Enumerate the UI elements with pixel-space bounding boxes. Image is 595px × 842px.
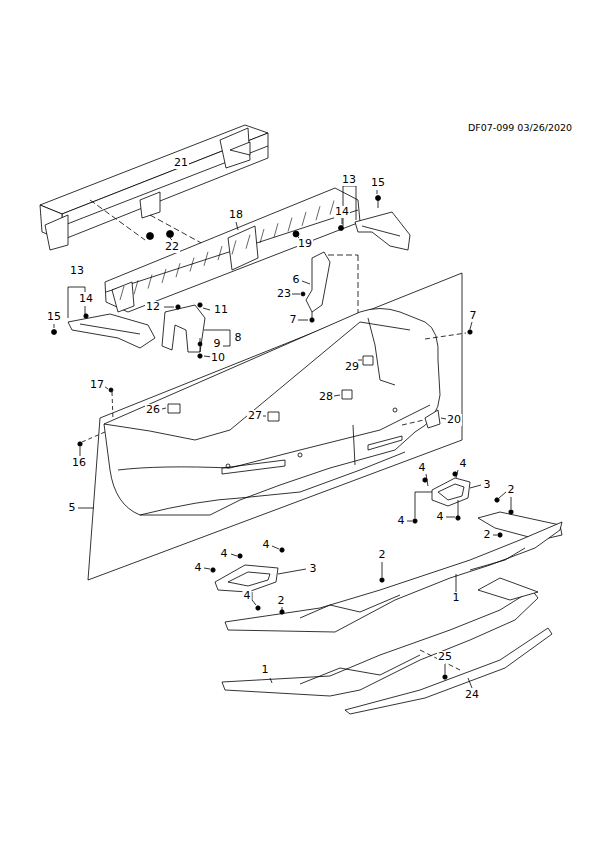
callout-number: 1	[452, 592, 461, 604]
callout-number: 15	[46, 311, 62, 323]
callout-number: 22	[164, 241, 180, 253]
callout-number: 9	[213, 338, 222, 350]
callout-number: 2	[378, 549, 387, 561]
callout-number: 28	[318, 391, 334, 403]
callout-number: 1	[261, 664, 270, 676]
callout-number: 2	[483, 529, 492, 541]
callout-number: 11	[213, 304, 229, 316]
energy-absorber	[105, 188, 360, 312]
callout-number: 2	[277, 595, 286, 607]
callout-number: 14	[78, 293, 94, 305]
callout-number: 4	[397, 515, 406, 527]
callout-number: 13	[69, 265, 85, 277]
callout-number: 20	[446, 414, 462, 426]
callout-number: 4	[220, 548, 229, 560]
drawing-reference: DF07-099 03/26/2020	[467, 122, 573, 134]
callout-number: 4	[262, 539, 271, 551]
callout-number: 10	[210, 352, 226, 364]
callout-number: 6	[292, 274, 301, 286]
assembly-frame	[88, 273, 462, 580]
callout-number: 21	[173, 157, 189, 169]
callout-number: 18	[228, 209, 244, 221]
callout-number: 26	[145, 404, 161, 416]
callout-number: 16	[71, 457, 87, 469]
callout-number: 27	[247, 410, 263, 422]
callout-number: 7	[289, 314, 298, 326]
callout-number: 5	[68, 502, 77, 514]
callout-number: 3	[309, 563, 318, 575]
callout-number: 17	[89, 379, 105, 391]
callout-number: 15	[370, 177, 386, 189]
callout-number: 3	[483, 479, 492, 491]
callout-number: 4	[243, 590, 252, 602]
callout-number: 12	[145, 301, 161, 313]
callout-number: 4	[194, 562, 203, 574]
callout-number: 25	[437, 651, 453, 663]
bumper-cover	[104, 309, 440, 516]
callout-number: 19	[297, 238, 313, 250]
callout-number: 14	[334, 206, 350, 218]
callout-number: 23	[276, 288, 292, 300]
callout-number: 8	[234, 332, 243, 344]
callout-number: 24	[464, 689, 480, 701]
callout-number: 4	[459, 458, 468, 470]
callout-number: 7	[469, 310, 478, 322]
callout-number: 13	[341, 174, 357, 186]
callout-number: 2	[507, 484, 516, 496]
callout-number: 29	[344, 361, 360, 373]
callout-number: 4	[418, 462, 427, 474]
callout-number: 4	[436, 511, 445, 523]
